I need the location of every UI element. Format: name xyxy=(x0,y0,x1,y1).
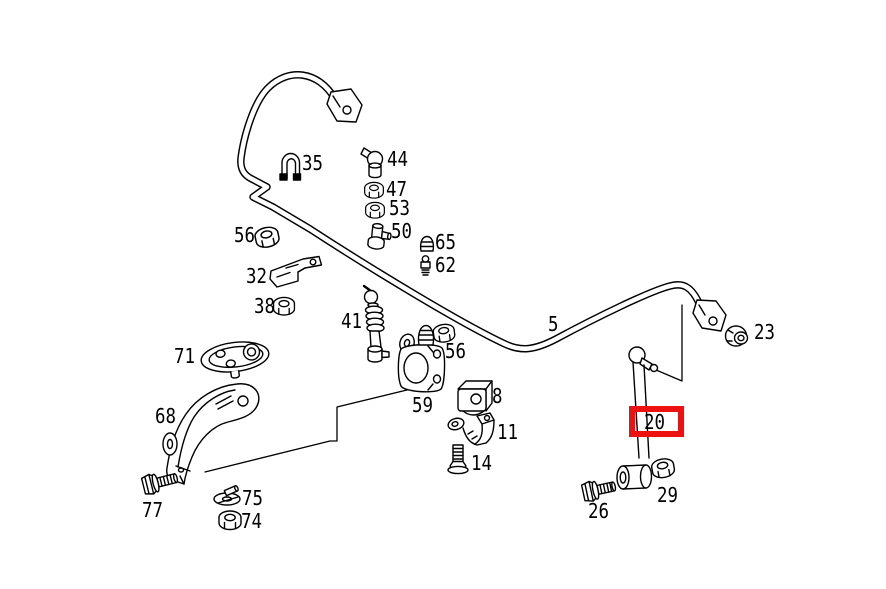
part-label-5[interactable]: 5 xyxy=(548,312,559,336)
part-label-44[interactable]: 44 xyxy=(387,147,408,171)
part-label-53[interactable]: 53 xyxy=(389,196,410,220)
part-label-62[interactable]: 62 xyxy=(435,253,456,277)
part-drawing-75-washer xyxy=(213,485,241,506)
leader-line-68-to-59 xyxy=(204,388,412,473)
part-label-35[interactable]: 35 xyxy=(302,151,323,175)
part-drawing-5-stabilizer-bar xyxy=(237,71,727,353)
part-drawing-23-nut xyxy=(724,325,749,347)
bar-end-bracket-right xyxy=(692,299,727,332)
part-label-38[interactable]: 38 xyxy=(254,294,275,318)
part-drawing-29-nut xyxy=(650,458,676,479)
part-drawing-38-nut xyxy=(272,296,296,316)
part-label-68[interactable]: 68 xyxy=(155,404,176,428)
part-drawing-32-bracket xyxy=(269,255,323,288)
part-drawing-56-nut-left xyxy=(254,226,280,248)
part-drawing-20-link xyxy=(616,346,659,490)
part-label-23[interactable]: 23 xyxy=(754,320,775,344)
part-label-47[interactable]: 47 xyxy=(386,177,407,201)
part-label-14[interactable]: 14 xyxy=(471,451,492,475)
part-drawing-50-fitting xyxy=(367,222,392,250)
part-drawing-14-bolt xyxy=(447,444,469,475)
part-label-56-2[interactable]: 56 xyxy=(445,339,466,363)
part-drawing-74-nut xyxy=(218,510,242,531)
part-drawing-65-cap xyxy=(419,235,435,252)
part-drawing-59-cap xyxy=(417,324,435,346)
part-label-20[interactable]: 20 xyxy=(644,410,665,434)
part-drawing-44-ball-pin xyxy=(360,147,384,179)
part-drawing-35-clamp xyxy=(279,152,302,181)
part-label-74[interactable]: 74 xyxy=(241,509,262,533)
part-label-77[interactable]: 77 xyxy=(142,498,163,522)
part-label-29[interactable]: 29 xyxy=(657,483,678,507)
part-label-75[interactable]: 75 xyxy=(242,486,263,510)
part-drawing-26-bolt xyxy=(580,480,617,502)
part-label-59[interactable]: 59 xyxy=(412,393,433,417)
part-label-32[interactable]: 32 xyxy=(246,264,267,288)
highlight-box-part-20 xyxy=(629,406,684,437)
part-label-11[interactable]: 11 xyxy=(497,420,518,444)
part-label-65[interactable]: 65 xyxy=(435,230,456,254)
part-drawing-47-nut xyxy=(364,181,384,199)
part-drawing-62-nipple xyxy=(420,255,431,276)
part-label-71[interactable]: 71 xyxy=(174,344,195,368)
part-drawing-77-bolt xyxy=(140,473,179,495)
part-label-26[interactable]: 26 xyxy=(588,499,609,523)
part-drawing-53-nut xyxy=(365,201,385,219)
part-label-56[interactable]: 56 xyxy=(234,223,255,247)
part-label-50[interactable]: 50 xyxy=(391,219,412,243)
part-drawing-11-bracket xyxy=(447,412,495,446)
part-drawing-41-link xyxy=(362,284,390,363)
part-drawing-71-plate xyxy=(200,341,270,379)
part-drawing-68-bracket-arm xyxy=(162,383,260,485)
bar-end-bracket-top xyxy=(326,88,363,123)
part-drawing-8-bushing xyxy=(457,380,493,416)
part-label-8[interactable]: 8 xyxy=(492,384,503,408)
leader-line-bar-to-20 xyxy=(648,304,683,382)
part-label-41[interactable]: 41 xyxy=(341,309,362,333)
part-drawing-56-nut-mid xyxy=(432,323,456,343)
